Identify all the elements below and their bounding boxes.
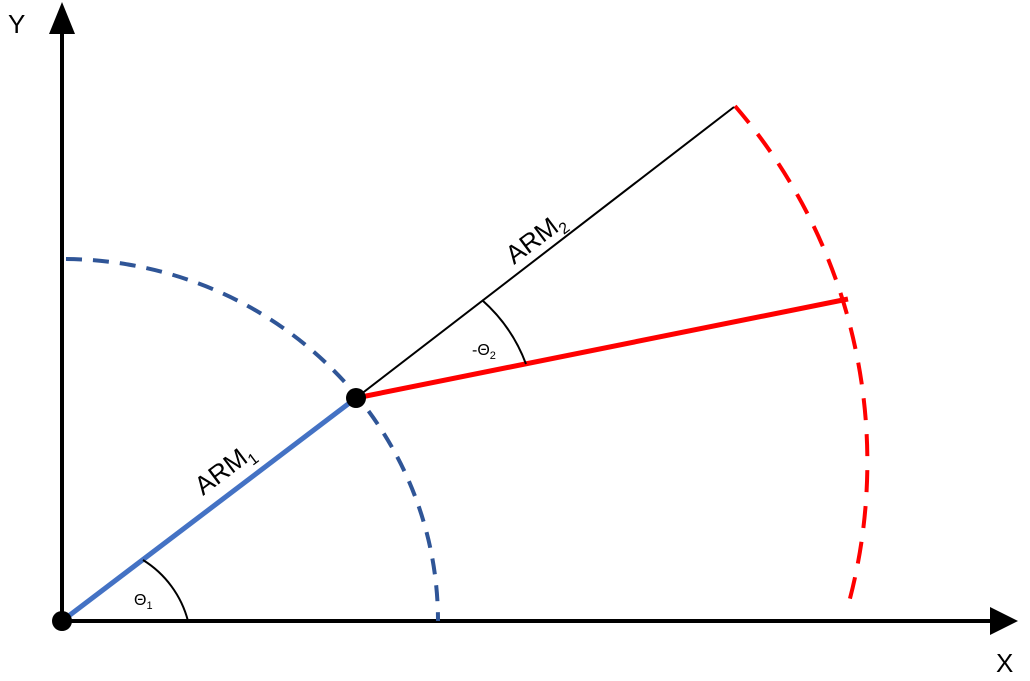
x-axis-arrowhead xyxy=(990,607,1018,635)
arm1-reach-arc xyxy=(65,257,440,622)
y-axis-arrowhead xyxy=(49,2,75,34)
x-axis-label: X xyxy=(996,648,1013,678)
svg-text:Θ1: Θ1 xyxy=(134,592,153,612)
arm2-rotated-line xyxy=(355,296,849,401)
theta2-label: -Θ xyxy=(472,342,490,359)
arm2-label: ARM xyxy=(500,211,564,270)
theta1-label: Θ xyxy=(134,592,146,609)
arm1-label: ARM xyxy=(189,442,253,501)
theta1-angle-arc xyxy=(142,559,189,622)
theta1-label-subscript: 1 xyxy=(146,600,152,612)
base-joint xyxy=(52,611,72,631)
svg-text:-Θ2: -Θ2 xyxy=(472,342,496,362)
arm2-reach-arc xyxy=(733,104,870,607)
theta2-label-subscript: 2 xyxy=(490,350,496,362)
theta2-angle-arc xyxy=(481,299,527,365)
y-axis-label: Y xyxy=(8,9,25,39)
arm2-reference-line xyxy=(355,106,735,399)
elbow-joint xyxy=(346,388,366,408)
arm1-line xyxy=(60,396,358,623)
